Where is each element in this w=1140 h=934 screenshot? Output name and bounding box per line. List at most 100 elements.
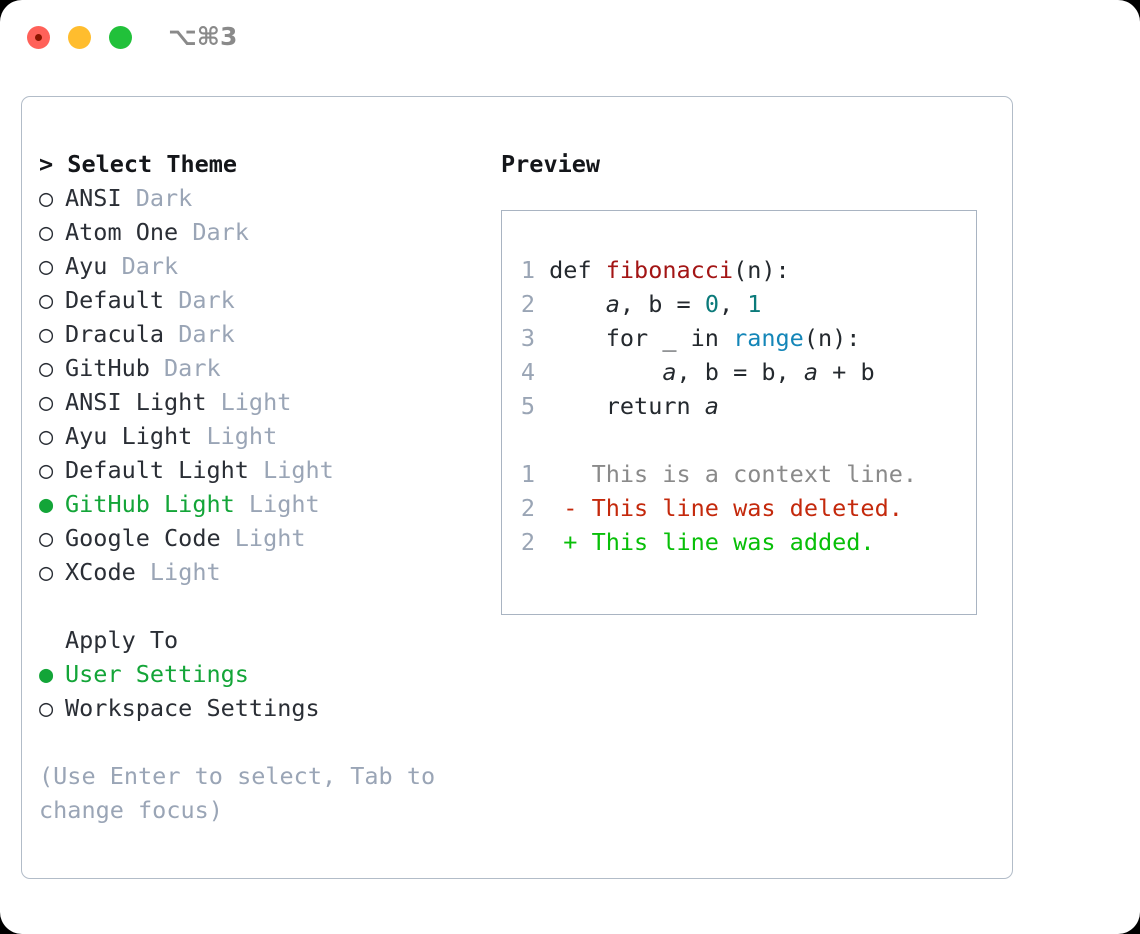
- apply-option-0[interactable]: ● User Settings: [39, 657, 509, 691]
- code-token: 1: [747, 290, 762, 318]
- code-token: def: [549, 256, 606, 284]
- theme-option-11[interactable]: ○XCode Light: [39, 555, 509, 589]
- diff-marker: [535, 460, 577, 488]
- title-bar: ⌥⌘3: [0, 0, 1140, 78]
- theme-option-label: ANSI: [65, 184, 122, 212]
- radio-unselected-icon[interactable]: ○: [39, 694, 54, 722]
- theme-option-label: Ayu Light: [65, 422, 193, 450]
- theme-option-0[interactable]: ○ANSI Dark: [39, 181, 509, 215]
- theme-option-label: Default Light: [65, 456, 249, 484]
- code-line: 1 def fibonacci(n):: [517, 253, 917, 287]
- theme-option-label: Ayu: [65, 252, 108, 280]
- code-token: b: [648, 290, 663, 318]
- line-number: 1: [520, 256, 535, 284]
- diff-marker: +: [535, 528, 578, 556]
- radio-unselected-icon[interactable]: ○: [39, 320, 54, 348]
- theme-option-3[interactable]: ○ Default Dark: [39, 283, 509, 317]
- diff-text: This line was added.: [577, 528, 875, 556]
- theme-option-label: GitHub: [65, 354, 150, 382]
- code-line: 2 a, b = 0, 1: [517, 287, 917, 321]
- radio-unselected-icon[interactable]: ○: [39, 286, 54, 314]
- theme-option-variant-tag: Light: [234, 490, 320, 518]
- code-token: a: [704, 392, 719, 420]
- theme-picker-panel: > Select Theme ○ANSI Dark○Atom One Dark○…: [21, 96, 1013, 879]
- theme-option-8[interactable]: ○Default Light Light: [39, 453, 509, 487]
- theme-option-7[interactable]: ○ Ayu Light Light: [39, 419, 509, 453]
- keyboard-shortcut-label: ⌥⌘3: [168, 22, 238, 51]
- gutter-space: [535, 290, 549, 318]
- code-token: (n):: [733, 256, 790, 284]
- diff-line-number: 2: [520, 528, 535, 556]
- select-theme-header: > Select Theme: [39, 150, 238, 178]
- radio-unselected-icon[interactable]: ○: [39, 252, 54, 280]
- line-number: 5: [520, 392, 535, 420]
- theme-option-label: Dracula: [65, 320, 165, 348]
- code-token: [549, 358, 662, 386]
- apply-option-1[interactable]: ○ Workspace Settings: [39, 691, 509, 725]
- theme-option-variant-tag: Dark: [107, 252, 179, 280]
- keyboard-hint-text: (Use Enter to select, Tab to change focu…: [39, 762, 436, 824]
- radio-unselected-icon[interactable]: ○: [39, 422, 54, 450]
- theme-option-variant-tag: Light: [192, 422, 278, 450]
- maximize-button-icon[interactable]: [109, 26, 132, 49]
- theme-selection-column: > Select Theme ○ANSI Dark○Atom One Dark○…: [39, 147, 509, 827]
- code-token: a: [803, 358, 818, 386]
- diff-marker: -: [535, 494, 578, 522]
- radio-selected-icon[interactable]: ●: [39, 660, 54, 688]
- theme-option-variant-tag: Dark: [178, 218, 249, 246]
- diff-text: This is a context line.: [577, 460, 918, 488]
- code-token: + b: [818, 358, 875, 386]
- code-token: ,: [718, 290, 748, 318]
- radio-selected-icon[interactable]: ●: [39, 490, 54, 518]
- theme-option-label: Default: [65, 286, 165, 314]
- theme-option-variant-tag: Dark: [164, 286, 235, 314]
- code-token: =: [662, 290, 705, 318]
- theme-option-1[interactable]: ○ Atom One Dark: [39, 215, 509, 249]
- close-button-icon[interactable]: [27, 26, 50, 49]
- code-token: 0: [704, 290, 719, 318]
- diff-text: This line was deleted.: [577, 494, 903, 522]
- theme-option-9[interactable]: ● GitHub Light Light: [39, 487, 509, 521]
- diff-line-number: 1: [520, 460, 535, 488]
- radio-unselected-icon[interactable]: ○: [39, 354, 54, 382]
- list-spacer: [39, 589, 509, 623]
- apply-to-list: ● User Settings ○ Workspace Settings: [39, 657, 509, 725]
- window-controls: [27, 26, 132, 49]
- theme-option-6[interactable]: ○ANSI Light Light: [39, 385, 509, 419]
- code-token: a: [662, 358, 677, 386]
- radio-unselected-icon[interactable]: ○: [39, 184, 54, 212]
- code-line: 5 return a: [517, 389, 917, 423]
- apply-option-label: User Settings: [65, 660, 249, 688]
- preview-column: Preview 1 def fibonacci(n):2 a, b = 0, 1…: [501, 147, 1001, 615]
- line-number: 2: [520, 290, 535, 318]
- theme-option-4[interactable]: ○Dracula Dark: [39, 317, 509, 351]
- diff-line-number: 2: [520, 494, 535, 522]
- theme-option-2[interactable]: ○ Ayu Dark: [39, 249, 509, 283]
- radio-unselected-icon[interactable]: ○: [39, 456, 54, 484]
- radio-unselected-icon[interactable]: ○: [39, 388, 54, 416]
- theme-option-label: Google Code: [65, 524, 221, 552]
- theme-option-label: Atom One: [65, 218, 179, 246]
- radio-unselected-icon[interactable]: ○: [39, 218, 54, 246]
- radio-unselected-icon[interactable]: ○: [39, 524, 54, 552]
- gutter-space: [535, 392, 549, 420]
- minimize-button-icon[interactable]: [68, 26, 91, 49]
- apply-to-header: Apply To: [65, 626, 179, 654]
- gutter-space: [535, 358, 549, 386]
- code-token: [549, 290, 606, 318]
- gutter-space: [535, 256, 549, 284]
- code-token: range: [733, 324, 804, 352]
- code-token: return: [549, 392, 705, 420]
- theme-option-label: GitHub Light: [65, 490, 235, 518]
- diff-line: 2 - This line was deleted.: [517, 491, 917, 525]
- theme-option-5[interactable]: ○GitHub Dark: [39, 351, 509, 385]
- theme-option-10[interactable]: ○Google Code Light: [39, 521, 509, 555]
- radio-unselected-icon[interactable]: ○: [39, 558, 54, 586]
- code-token: a: [605, 290, 620, 318]
- theme-option-variant-tag: Light: [206, 388, 292, 416]
- apply-option-label: Workspace Settings: [65, 694, 320, 722]
- line-number: 3: [520, 324, 535, 352]
- code-token: , b = b,: [676, 358, 804, 386]
